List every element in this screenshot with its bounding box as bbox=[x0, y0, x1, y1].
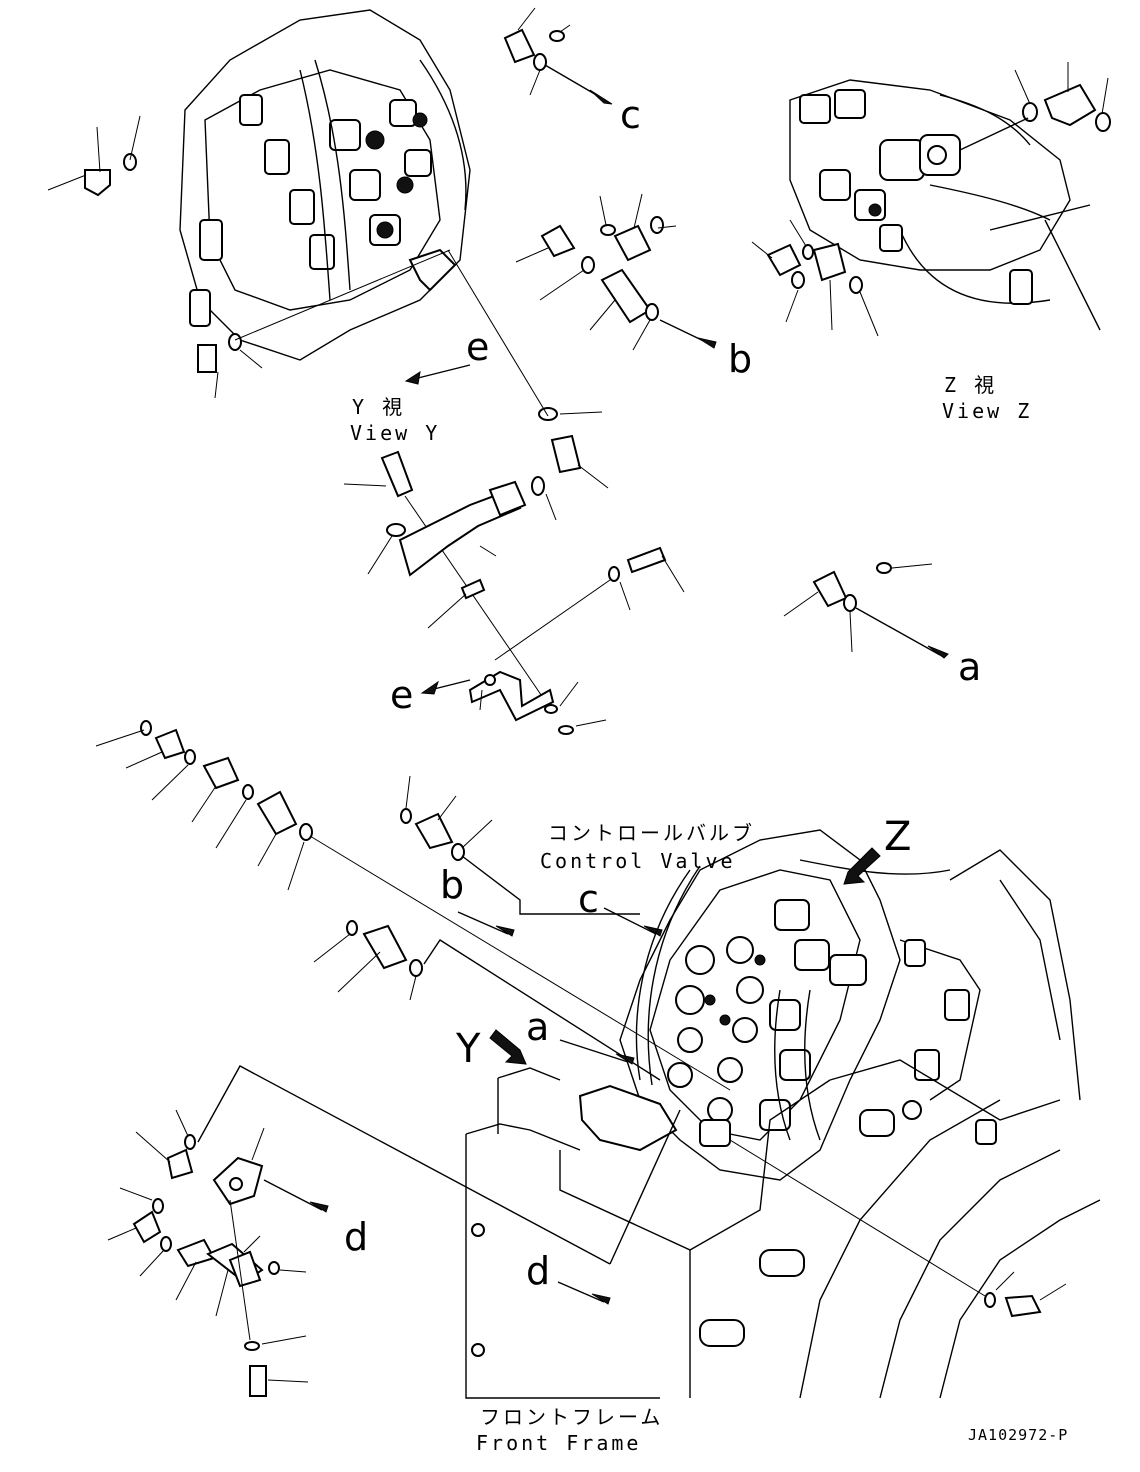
arrow-y-label: Y bbox=[455, 1026, 481, 1072]
callout-b-bottom: b bbox=[440, 863, 464, 907]
parts-to-d bbox=[107, 1065, 681, 1397]
view-y-jp-label: Y 視 bbox=[352, 395, 405, 419]
callout-c-bottom: c bbox=[578, 877, 599, 921]
control-valve-jp-label: コントロールバルブ bbox=[548, 821, 755, 845]
control-valve-assembly bbox=[578, 829, 981, 1181]
view-z-en-label: View Z bbox=[942, 399, 1032, 423]
callout-b-top: b bbox=[728, 337, 752, 381]
callout-a-bottom: a bbox=[526, 1005, 549, 1049]
view-y-assembly bbox=[179, 9, 471, 361]
view-z-small-parts bbox=[751, 62, 1111, 337]
callout-e-top: e bbox=[466, 325, 489, 369]
callout-e-mid: e bbox=[390, 673, 413, 717]
drawing-code: JA102972-P bbox=[968, 1426, 1068, 1444]
callout-c-top: c bbox=[620, 93, 641, 137]
view-z-assembly bbox=[789, 79, 1101, 331]
middle-parts bbox=[343, 249, 685, 735]
parts-to-c bbox=[503, 7, 613, 105]
control-valve-en-label: Control Valve bbox=[540, 849, 736, 873]
front-frame-jp-label: フロントフレーム bbox=[480, 1405, 663, 1429]
bolt-right bbox=[729, 1139, 1067, 1318]
view-y-small-parts bbox=[47, 115, 451, 399]
callout-b-c-arrows bbox=[457, 907, 663, 1305]
front-frame-en-label: Front Frame bbox=[476, 1431, 641, 1455]
view-y-en-label: View Y bbox=[350, 421, 440, 445]
arrow-z-label: Z bbox=[884, 814, 911, 860]
text-labels: c b e Y 視 View Y Z 視 View Z a e Z コントロール… bbox=[344, 93, 1068, 1455]
parts-to-a bbox=[783, 562, 949, 659]
parts-to-b bbox=[515, 193, 717, 351]
callout-d-bottom: d bbox=[526, 1249, 550, 1293]
view-direction-arrows bbox=[404, 364, 881, 1065]
callout-d-left: d bbox=[344, 1215, 368, 1259]
callout-a-top: a bbox=[958, 645, 981, 689]
view-z-jp-label: Z 視 bbox=[944, 373, 997, 397]
lower-left-parts bbox=[95, 720, 731, 1091]
